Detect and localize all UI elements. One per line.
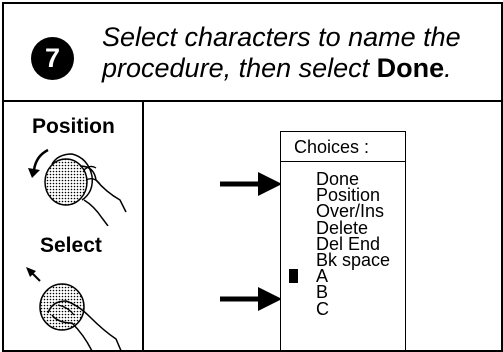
- knob-controls-column: Position Select: [4, 102, 144, 352]
- choice-item-done[interactable]: Done: [316, 169, 360, 189]
- right-arrow-icon: [220, 287, 282, 311]
- instruction-line-2: procedure, then select Done.: [102, 53, 461, 84]
- choice-item-over-ins[interactable]: Over/Ins: [316, 201, 385, 222]
- choice-item-a[interactable]: A: [289, 266, 390, 287]
- choice-item-position[interactable]: Position: [316, 185, 381, 206]
- instruction-line-2-prefix: procedure, then select: [102, 53, 377, 83]
- select-knob-label: Select: [40, 234, 102, 257]
- choice-item-b[interactable]: B: [316, 282, 329, 303]
- choice-item-delete[interactable]: Delete: [316, 217, 369, 238]
- right-arrow-icon: [220, 172, 282, 196]
- selection-cursor-icon: [289, 269, 298, 284]
- press-knob-icon[interactable]: [22, 265, 132, 352]
- choice-item-bk-space[interactable]: Bk space: [316, 250, 391, 271]
- instruction-text: Select characters to name the procedure,…: [102, 22, 461, 84]
- instruction-done-word: Done: [376, 53, 445, 83]
- choice-item-del-end[interactable]: Del End: [316, 233, 381, 254]
- rotating-knob-icon[interactable]: [22, 140, 132, 226]
- choices-menu: Choices : Done Position Over/Ins Delete …: [280, 131, 406, 350]
- step-number-badge: 7: [31, 37, 74, 80]
- choice-item-a-label: A: [316, 266, 329, 287]
- choices-list: Done Position Over/Ins Delete Del End Bk…: [289, 169, 391, 319]
- instruction-line-1: Select characters to name the: [102, 22, 461, 52]
- instruction-header: 7 Select characters to name the procedur…: [4, 4, 501, 102]
- choices-menu-title: Choices :: [281, 132, 405, 162]
- position-knob-label: Position: [32, 115, 115, 138]
- choice-item-c[interactable]: C: [316, 298, 329, 319]
- instruction-line-2-suffix: .: [444, 53, 452, 83]
